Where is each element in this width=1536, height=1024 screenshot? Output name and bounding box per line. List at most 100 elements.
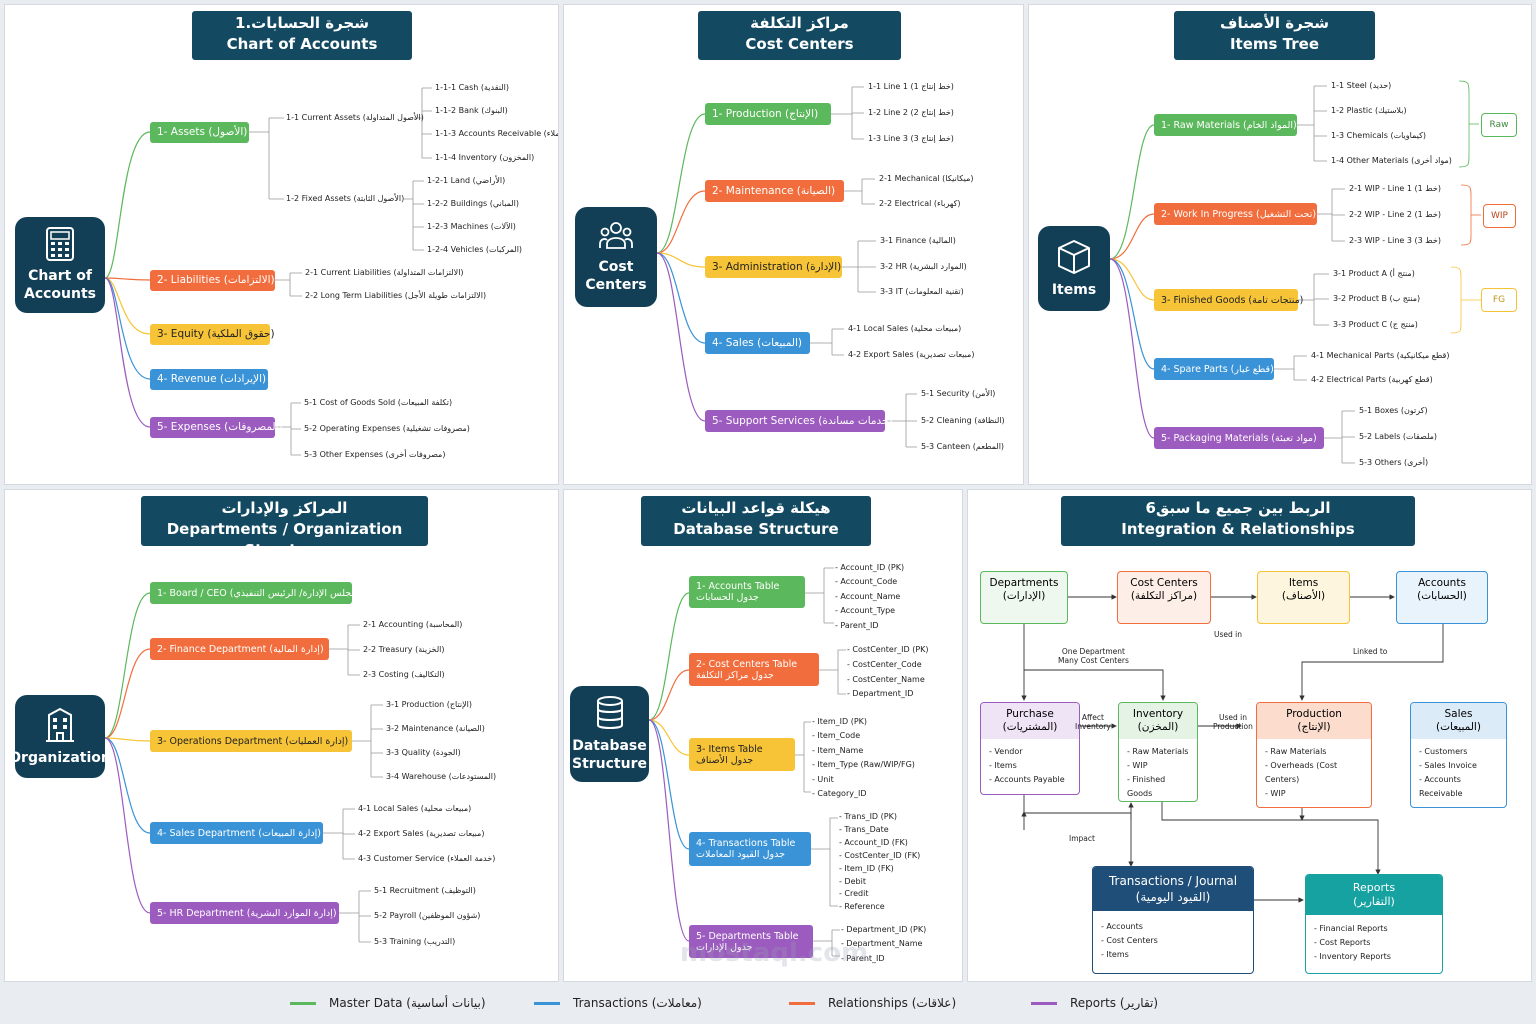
box-subtitle: (المخزن)	[1137, 721, 1179, 733]
hub-cost-centers[interactable]: Cost Centers	[575, 207, 657, 307]
box-title: Departments	[989, 577, 1059, 589]
node-maintenance[interactable]: 2- Maintenance (الصيانة)	[705, 180, 844, 202]
box-subtitle: (القيود اليومية)	[1135, 890, 1211, 904]
leaf-quality: 3-3 Quality (الجودة)	[386, 748, 461, 757]
leaf-line3: 1-3 Line 3 (خط إنتاج 3)	[868, 134, 954, 143]
node-finished-goods[interactable]: 3- Finished Goods (منتجات تامة)	[1154, 289, 1303, 311]
leaf-warehouse: 3-4 Warehouse (المستودعات)	[386, 772, 497, 781]
node-board-ceo[interactable]: 1- Board / CEO (مجلس الإدارة/ الرئيس الت…	[150, 582, 360, 604]
leaf-security: 5-1 Security (الأمن)	[921, 389, 996, 398]
node-operations-dept[interactable]: 3- Operations Department (إدارة العمليات…	[150, 730, 352, 752]
leaf-customer-service: 4-3 Customer Service (خدمة العملاء)	[358, 854, 496, 863]
box-subtitle: (المبيعات)	[1436, 721, 1481, 733]
table-name: 2- Cost Centers Table	[696, 658, 798, 670]
box-accounts[interactable]: Accounts(الحسابات)	[1396, 571, 1488, 624]
box-title: Inventory	[1132, 708, 1184, 720]
node-wip[interactable]: 2- Work In Progress (تحت التشغيل)	[1154, 203, 1317, 225]
legend-reports: Reports (تقارير)	[1031, 996, 1158, 1010]
hub-label: Organization	[9, 749, 111, 766]
hub-items[interactable]: Items	[1038, 226, 1110, 311]
label-impact: Impact	[1069, 834, 1095, 843]
node-production[interactable]: 1- Production (الإنتاج)	[705, 103, 831, 125]
node-support[interactable]: 5- Support Services (خدمات مساندة)	[705, 410, 893, 432]
leaf-chemicals: 1-3 Chemicals (كيماويات)	[1331, 131, 1427, 140]
box-title: Production	[1286, 708, 1342, 720]
box-list: - Financial Reports- Cost Reports- Inven…	[1314, 924, 1391, 961]
fields-transactions: - Trans_ID (PK)- Trans_Date- Account_ID …	[839, 812, 921, 912]
node-finance-dept[interactable]: 2- Finance Department (إدارة المالية)	[150, 638, 329, 660]
leaf-costing: 2-3 Costing (التكاليف)	[363, 670, 445, 679]
leaf-local-sales: 4-1 Local Sales (مبيعات محلية)	[848, 324, 962, 333]
box-departments[interactable]: Departments(الإدارات)	[980, 571, 1068, 624]
box-subtitle: (التقارير)	[1353, 895, 1395, 908]
box-reports[interactable]: Reports(التقارير) - Financial Reports- C…	[1305, 874, 1443, 974]
node-expenses[interactable]: 5- Expenses (المصروفات)	[150, 417, 283, 438]
box-transactions[interactable]: Transactions / Journal(القيود اليومية) -…	[1092, 866, 1254, 974]
leaf-other-exp: 5-3 Other Expenses (مصروفات أخرى)	[304, 450, 446, 459]
leaf-production: 3-1 Production (الإنتاج)	[386, 700, 472, 709]
leaf-wip1: 2-1 WIP - Line 1 (خط 1)	[1349, 184, 1441, 193]
table-name-ar: جدول الإدارات	[696, 941, 753, 953]
fields-items: - Item_ID (PK)- Item_Code- Item_Name- It…	[812, 717, 915, 799]
fields-accounts: - Account_ID (PK)- Account_Code- Account…	[835, 563, 905, 630]
legend-swatch	[290, 1001, 316, 1005]
box-list: - Vendor- Items- Accounts Payable	[989, 747, 1065, 784]
leaf-mechanical: 2-1 Mechanical (ميكانيكا)	[879, 174, 974, 183]
node-raw-materials[interactable]: 1- Raw Materials (المواد الخام)	[1154, 114, 1297, 136]
box-items[interactable]: Items(الأصناف)	[1257, 571, 1350, 624]
legend-swatch	[534, 1001, 560, 1005]
leaf-export-sales: 4-2 Export Sales (مبيعات تصديرية)	[358, 829, 485, 838]
leaf-inventory: 1-1-4 Inventory (المخزون)	[435, 153, 535, 162]
box-title: Sales	[1444, 708, 1473, 720]
leaf-mech-parts: 4-1 Mechanical Parts (قطع ميكانيكية)	[1311, 351, 1450, 360]
node-assets[interactable]: 1- Assets (الأصول)	[150, 122, 249, 143]
box-sales[interactable]: Sales(المبيعات) - Customers- Sales Invoi…	[1410, 702, 1507, 808]
leaf-local-sales: 4-1 Local Sales (مبيعات محلية)	[358, 804, 472, 813]
box-production[interactable]: Production(الإنتاج) - Raw Materials- Ove…	[1256, 702, 1372, 808]
leaf-product-b: 3-2 Product B (منتج ب)	[1333, 294, 1421, 303]
leaf-cleaning: 5-2 Cleaning (النظافة)	[921, 416, 1005, 425]
box-purchase[interactable]: Purchase(المشتريات) - Vendor- Items- Acc…	[980, 702, 1080, 795]
hub-organization[interactable]: Organization	[9, 695, 111, 778]
hub-database[interactable]: Database Structure	[570, 686, 649, 782]
table-name: 4- Transactions Table	[696, 838, 796, 849]
hub-chart-of-accounts[interactable]: Chart of Accounts	[15, 217, 105, 313]
leaf-long-liabilities: 2-2 Long Term Liabilities (الالتزامات طو…	[305, 291, 487, 300]
node-sales[interactable]: 4- Sales (المبيعات)	[705, 332, 810, 354]
node-liabilities[interactable]: 2- Liabilities (الالتزامات)	[150, 270, 275, 291]
leaf-machines: 1-2-3 Machines (الآلات)	[427, 222, 516, 231]
fields-departments: - Department_ID (PK)- Department_Name- P…	[841, 925, 927, 963]
leaf-fixed-assets: 1-2 Fixed Assets (الأصول الثابتة)	[286, 194, 405, 203]
node-administration[interactable]: 3- Administration (الإدارة)	[705, 256, 842, 278]
box-title: Items	[1288, 577, 1319, 589]
node-equity[interactable]: 3- Equity (حقوق الملكية)	[150, 324, 275, 345]
node-revenue[interactable]: 4- Revenue (الإيرادات)	[150, 369, 268, 390]
box-cost-centers[interactable]: Cost Centers(مراكز التكلفة)	[1117, 571, 1211, 624]
box-inventory[interactable]: Inventory(المخزن) - Raw Materials- WIP- …	[1118, 702, 1198, 802]
leaf-line2: 1-2 Line 2 (خط إنتاج 2)	[868, 108, 954, 117]
leaf-steel: 1-1 Steel (حديد)	[1331, 81, 1392, 90]
node-packaging[interactable]: 5- Packaging Materials (مواد تعبئة)	[1154, 427, 1324, 449]
leaf-product-c: 3-3 Product C (منتج ج)	[1333, 320, 1418, 329]
table-name: 5- Departments Table	[696, 930, 799, 942]
leaf-product-a: 3-1 Product A (منتج أ)	[1333, 269, 1415, 278]
node-spare-parts[interactable]: 4- Spare Parts (قطع غيار)	[1154, 358, 1274, 380]
box-list: - Accounts- Cost Centers- Items	[1101, 922, 1158, 959]
leaf-treasury: 2-2 Treasury (الخزينة)	[363, 645, 445, 654]
box-subtitle: (الإنتاج)	[1297, 721, 1331, 733]
node-hr-dept[interactable]: 5- HR Department (إدارة الموارد البشرية)	[150, 902, 339, 924]
box-title: Purchase	[1006, 708, 1054, 720]
node-sales-dept[interactable]: 4- Sales Department (إدارة المبيعات)	[150, 822, 323, 844]
